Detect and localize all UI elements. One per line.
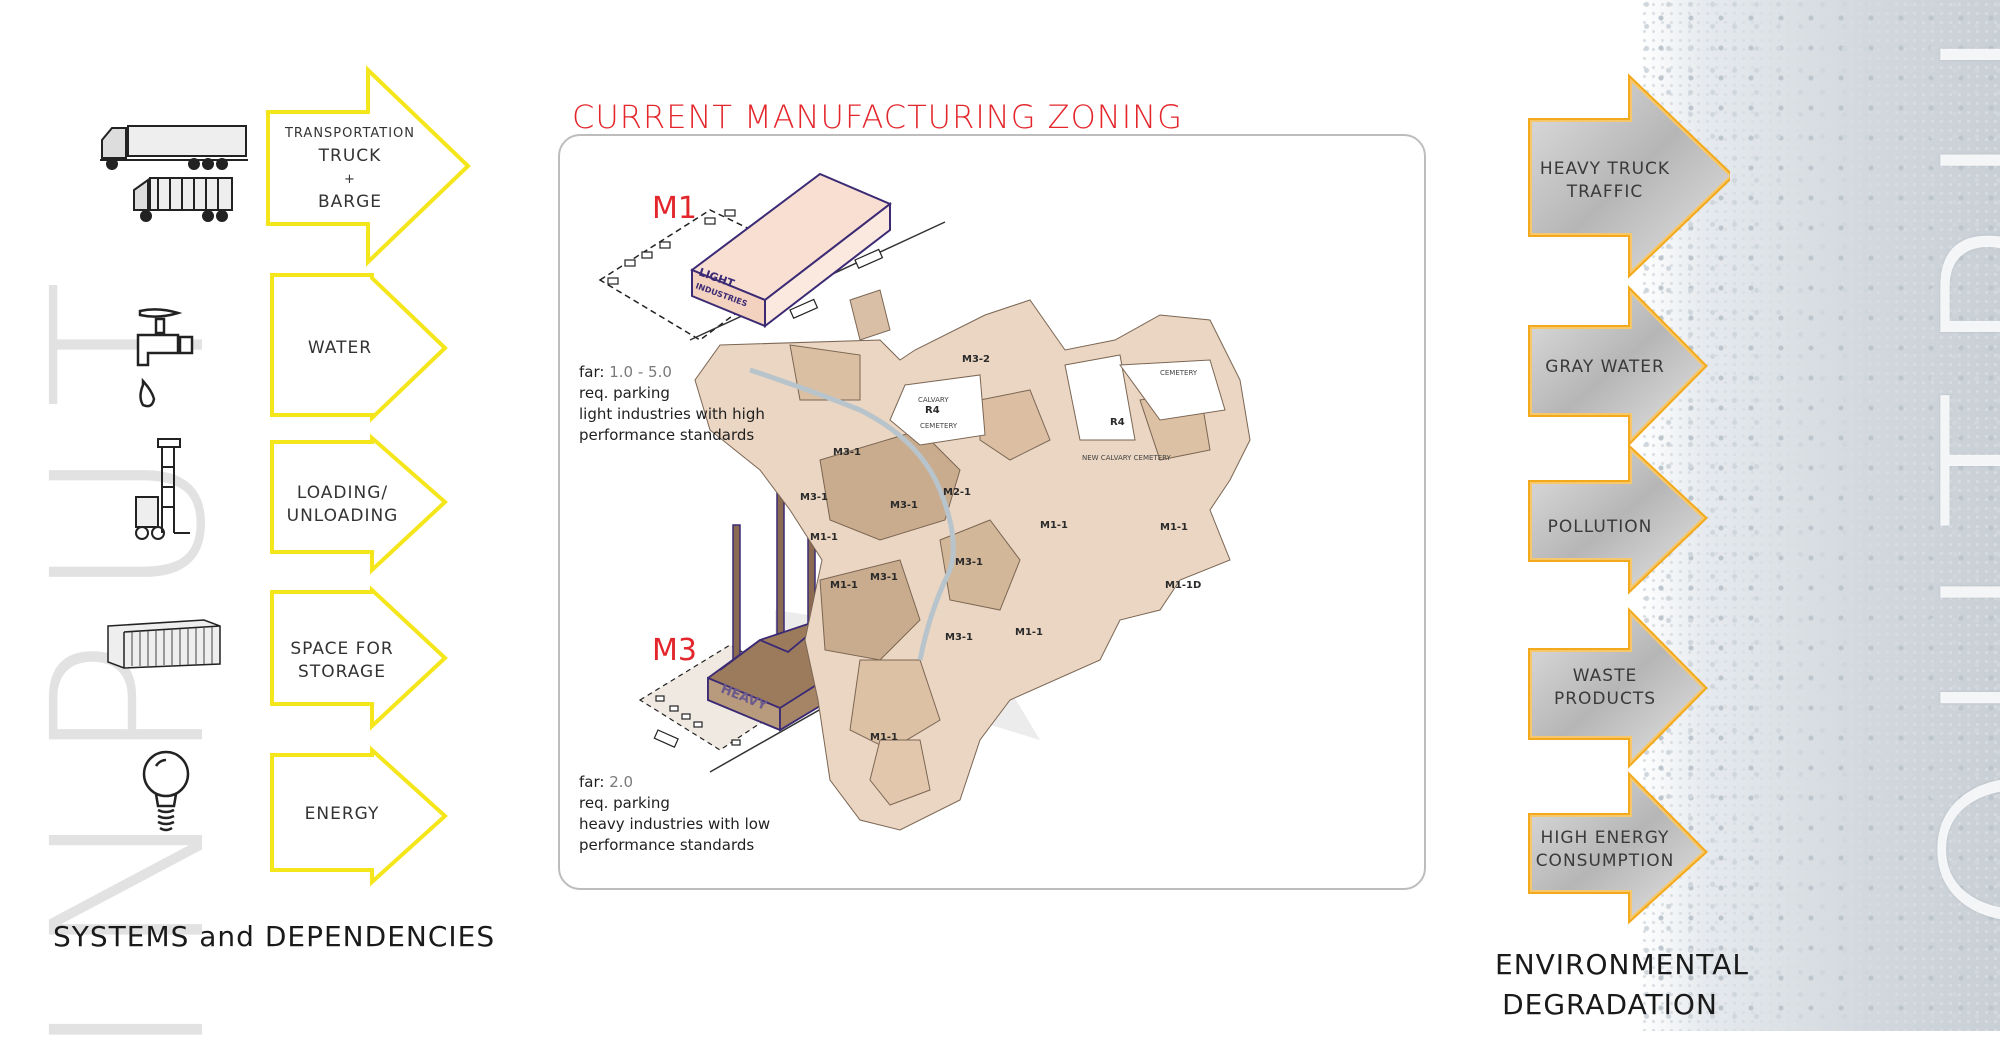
map-label: R4 [925, 405, 940, 416]
m1-car [724, 209, 736, 217]
map-label: CEMETERY [920, 422, 958, 430]
truck-icon [100, 125, 248, 222]
m1-truck [789, 298, 819, 320]
m1-truck [854, 248, 884, 270]
map-label: NEW CALVARY CEMETERY [1082, 454, 1172, 462]
map-label: M1-1 [1040, 520, 1068, 531]
m1-code: M1 [652, 191, 697, 226]
map-label: M1-1 [810, 532, 838, 543]
map-label: M3-1 [833, 447, 861, 458]
m1-car [624, 259, 636, 267]
label-energy: ENERGY [304, 804, 380, 824]
label-transportation: TRANSPORTATION TRUCK + BARGE [284, 126, 416, 212]
output-arrows [1528, 73, 1730, 925]
zoning-title: CURRENT MANUFACTURING ZONING [572, 98, 1183, 136]
map-label: M3-1 [870, 572, 898, 583]
m3-car [693, 721, 703, 728]
map-label: M1-1 [1015, 627, 1043, 638]
input-arrows [266, 65, 471, 887]
output-title: OUTPUT [1896, 0, 2000, 940]
m1-car [659, 241, 671, 249]
label-water: WATER [307, 338, 373, 358]
m3-description: far: 2.0 req. parking heavy industries w… [579, 773, 771, 854]
zoning-map [694, 289, 1251, 831]
m3-car [655, 695, 665, 702]
map-label: R4 [1110, 417, 1125, 428]
map-label: M1-1D [1165, 580, 1201, 591]
arrow-storage [270, 585, 448, 731]
container-icon [107, 619, 221, 669]
map-label: CALVARY [918, 396, 949, 404]
map-label: M1-1 [870, 732, 898, 743]
zoning-diagram: LIGHT INDUSTRIES M1 HEAVY M3 [598, 172, 1251, 831]
arrow-energy [270, 745, 448, 887]
map-label: M3-2 [962, 354, 990, 365]
map-label: M3-1 [945, 632, 973, 643]
m1-car [704, 217, 716, 225]
m1-building [689, 172, 892, 329]
environmental-caption: ENVIRONMENTAL DEGRADATION [1495, 948, 1749, 1021]
map-label: CEMETERY [1160, 369, 1198, 377]
m3-car [669, 705, 679, 712]
systems-caption: SYSTEMS and DEPENDENCIES [53, 920, 496, 953]
faucet-icon [136, 308, 194, 408]
arrow-pollution [1528, 443, 1708, 595]
m1-description: far: 1.0 - 5.0 req. parking light indust… [579, 363, 765, 444]
m3-car [681, 713, 691, 720]
label-loading: LOADING/UNLOADING [286, 483, 399, 526]
arrow-high-energy [1528, 771, 1708, 925]
map-label: M1-1 [1160, 522, 1188, 533]
m3-truck [653, 729, 679, 748]
arrow-water [270, 273, 448, 423]
arrow-waste [1528, 607, 1708, 769]
m3-code: M3 [652, 633, 697, 668]
map-label: M3-1 [890, 500, 918, 511]
map-label: M1-1 [830, 580, 858, 591]
forklift-icon [135, 438, 190, 540]
map-label: M2-1 [943, 487, 971, 498]
map-label: M3-1 [800, 492, 828, 503]
newtown-creek [749, 367, 956, 661]
label-gray-water: GRAY WATER [1545, 357, 1665, 377]
m1-car [607, 277, 619, 285]
m1-car [641, 251, 653, 259]
map-label: M3-1 [955, 557, 983, 568]
arrow-loading [270, 433, 448, 575]
arrow-transportation [266, 65, 471, 267]
lightbulb-icon [142, 750, 190, 832]
label-pollution: POLLUTION [1547, 517, 1653, 537]
arrow-gray-water [1528, 285, 1708, 447]
arrow-heavy-truck [1528, 73, 1730, 279]
m3-car [731, 739, 741, 746]
